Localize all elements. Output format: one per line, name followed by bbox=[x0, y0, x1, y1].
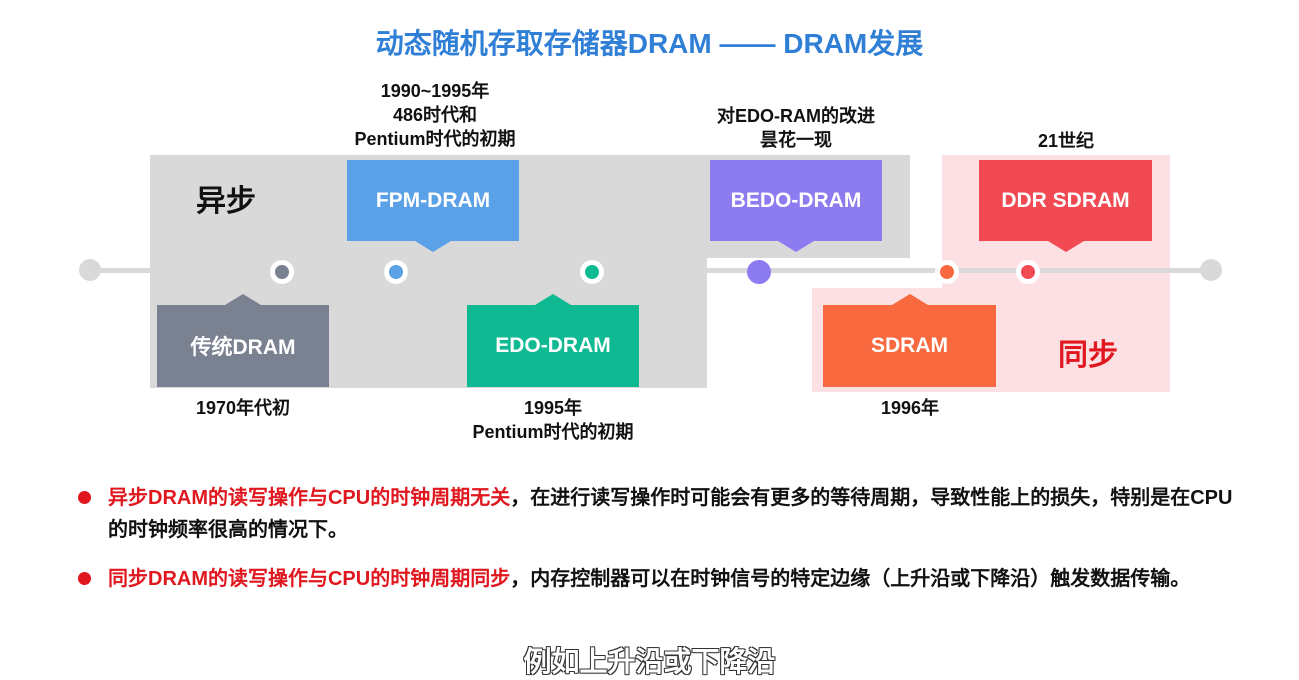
timeline-axis bbox=[90, 268, 1212, 273]
card-traditional-dram: 传统DRAM bbox=[157, 294, 329, 387]
timeline-start-cap bbox=[79, 259, 101, 281]
card-edo-dram: EDO-DRAM bbox=[467, 294, 639, 387]
caption-edo-dram: 1995年 Pentium时代的初期 bbox=[472, 398, 634, 442]
card-label: FPM-DRAM bbox=[375, 188, 491, 212]
caption-ddr-sdram: 21世纪 bbox=[1037, 131, 1095, 151]
caption-traditional-dram: 1970年代初 bbox=[195, 398, 291, 418]
node-edo-dram bbox=[580, 260, 604, 284]
async-label: 异步 bbox=[196, 185, 256, 218]
caption-bedo-dram: 对EDO-RAM的改进 昙花一现 bbox=[717, 106, 875, 150]
card-label: DDR SDRAM bbox=[1001, 188, 1130, 212]
timeline-end-cap bbox=[1200, 259, 1222, 281]
bullet-async: 异步DRAM的读写操作与CPU的时钟周期无关，在进行读写操作时可能会有更多的等待… bbox=[78, 482, 1238, 546]
card-bedo-dram: BEDO-DRAM bbox=[710, 160, 882, 252]
bullet-highlight: 异步DRAM的读写操作与CPU的时钟周期无关 bbox=[108, 487, 511, 509]
card-label: BEDO-DRAM bbox=[730, 188, 862, 212]
bullet-highlight: 同步DRAM的读写操作与CPU的时钟周期同步 bbox=[108, 568, 511, 590]
card-label: SDRAM bbox=[871, 334, 948, 357]
node-bedo-dram bbox=[747, 260, 771, 284]
bullet-dot-icon bbox=[78, 491, 91, 504]
bullet-text: ，在进行读写操作时可能会有更多的等待周期，导致性能上的损失，特别是在CPU的时钟… bbox=[108, 487, 1233, 541]
card-label: 传统DRAM bbox=[190, 336, 296, 359]
node-sdram bbox=[935, 260, 959, 284]
slide-title: 动态随机存取存储器DRAM —— DRAM发展 bbox=[375, 28, 924, 59]
bullet-sync: 同步DRAM的读写操作与CPU的时钟周期同步，内存控制器可以在时钟信号的特定边缘… bbox=[78, 563, 1238, 595]
card-ddr-sdram: DDR SDRAM bbox=[979, 160, 1152, 252]
card-fpm-dram: FPM-DRAM bbox=[347, 160, 519, 252]
card-label: EDO-DRAM bbox=[495, 334, 611, 357]
card-sdram: SDRAM bbox=[823, 294, 996, 387]
bullet-text: ，内存控制器可以在时钟信号的特定边缘（上升沿或下降沿）触发数据传输。 bbox=[510, 568, 1191, 590]
video-subtitle: 例如上升沿或下降沿 bbox=[523, 646, 776, 677]
node-ddr-sdram bbox=[1016, 260, 1040, 284]
node-traditional-dram bbox=[270, 260, 294, 284]
caption-fpm-dram: 1990~1995年 486时代和 Pentium时代的初期 bbox=[354, 81, 516, 149]
caption-sdram: 1996年 bbox=[880, 398, 940, 418]
node-fpm-dram bbox=[384, 260, 408, 284]
sync-label: 同步 bbox=[1058, 339, 1118, 372]
bullet-dot-icon bbox=[78, 572, 91, 585]
